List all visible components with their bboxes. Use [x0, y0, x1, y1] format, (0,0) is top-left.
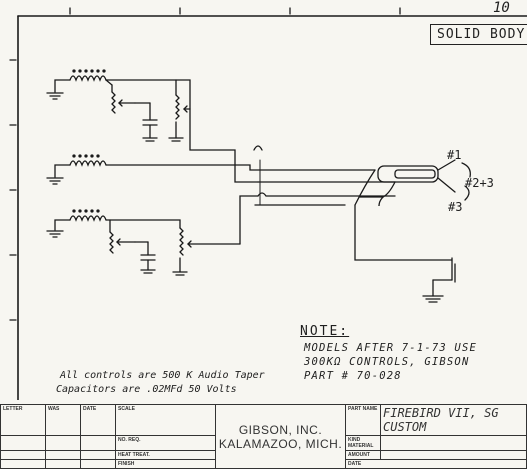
model-type-box: SOLID BODY: [430, 24, 527, 45]
bridge-volume-pot: [172, 227, 241, 276]
title-block-cell: [45, 450, 81, 460]
bridge-tone-capacitor: [134, 241, 156, 274]
neck-volume-pot: [168, 79, 191, 142]
title-block-header: WAS: [45, 404, 81, 436]
title-block: LETTER WAS DATE SCALE GIBSON, INC. KALAM…: [0, 404, 527, 469]
switch-position-3: #3: [448, 200, 463, 214]
switch-position-2-3: #2+3: [465, 176, 494, 190]
switch-position-1: #1: [447, 148, 462, 162]
bridge-pickup-coil: [69, 209, 107, 222]
bridge-tone-pot: [109, 219, 136, 254]
neck-tone-pot: [105, 79, 136, 114]
wiring-schematic: [9, 7, 527, 400]
note-line: MODELS AFTER 7-1-73 USE: [304, 342, 477, 354]
amount-label: AMOUNT: [345, 450, 381, 460]
company-cell: GIBSON, INC. KALAMAZOO, MICH.: [215, 404, 346, 469]
part-name-cell: FIREBIRD VII, SG CUSTOM: [380, 404, 527, 436]
middle-pickup-coil: [69, 154, 107, 167]
ground-symbol: [46, 177, 64, 185]
page-number: 10: [493, 0, 510, 16]
title-block-header: LETTER: [0, 404, 46, 436]
title-block-cell: [380, 450, 527, 460]
ground-symbol: [46, 92, 64, 100]
title-block-cell: [80, 435, 116, 451]
note-line: PART # 70-028: [304, 370, 402, 382]
note-heading: NOTE:: [300, 324, 350, 339]
scale-label: SCALE: [115, 404, 216, 436]
title-block-cell: [0, 435, 46, 451]
output-jack: [422, 257, 456, 303]
controls-note-line1: All controls are 500 K Audio Taper: [60, 370, 265, 381]
company-name: GIBSON, INC.: [238, 422, 323, 437]
note-line: 300KΩ CONTROLS, GIBSON: [304, 356, 470, 368]
title-block-cell: [45, 435, 81, 451]
no-req-label: NO. REQ.: [115, 435, 216, 451]
company-city: KALAMAZOO, MICH.: [218, 436, 343, 451]
neck-pickup-coil: [69, 69, 107, 82]
part-name-label: PART NAME: [345, 404, 381, 436]
title-block-cell: [80, 450, 116, 460]
title-block-cell: [0, 450, 46, 460]
neck-tone-capacitor: [134, 102, 158, 142]
title-block-cell: [380, 435, 527, 451]
title-block-header: DATE: [80, 404, 116, 436]
heat-treat-label: HEAT TREAT.: [115, 450, 216, 460]
controls-note-line2: Capacitors are .02MFd 50 Volts: [56, 384, 237, 395]
ground-symbol: [46, 230, 64, 238]
part-name-value: FIREBIRD VII, SG CUSTOM: [383, 406, 499, 434]
kind-material-label: KIND MATERIAL: [345, 435, 381, 451]
pickup-selector-switch: [354, 159, 456, 207]
